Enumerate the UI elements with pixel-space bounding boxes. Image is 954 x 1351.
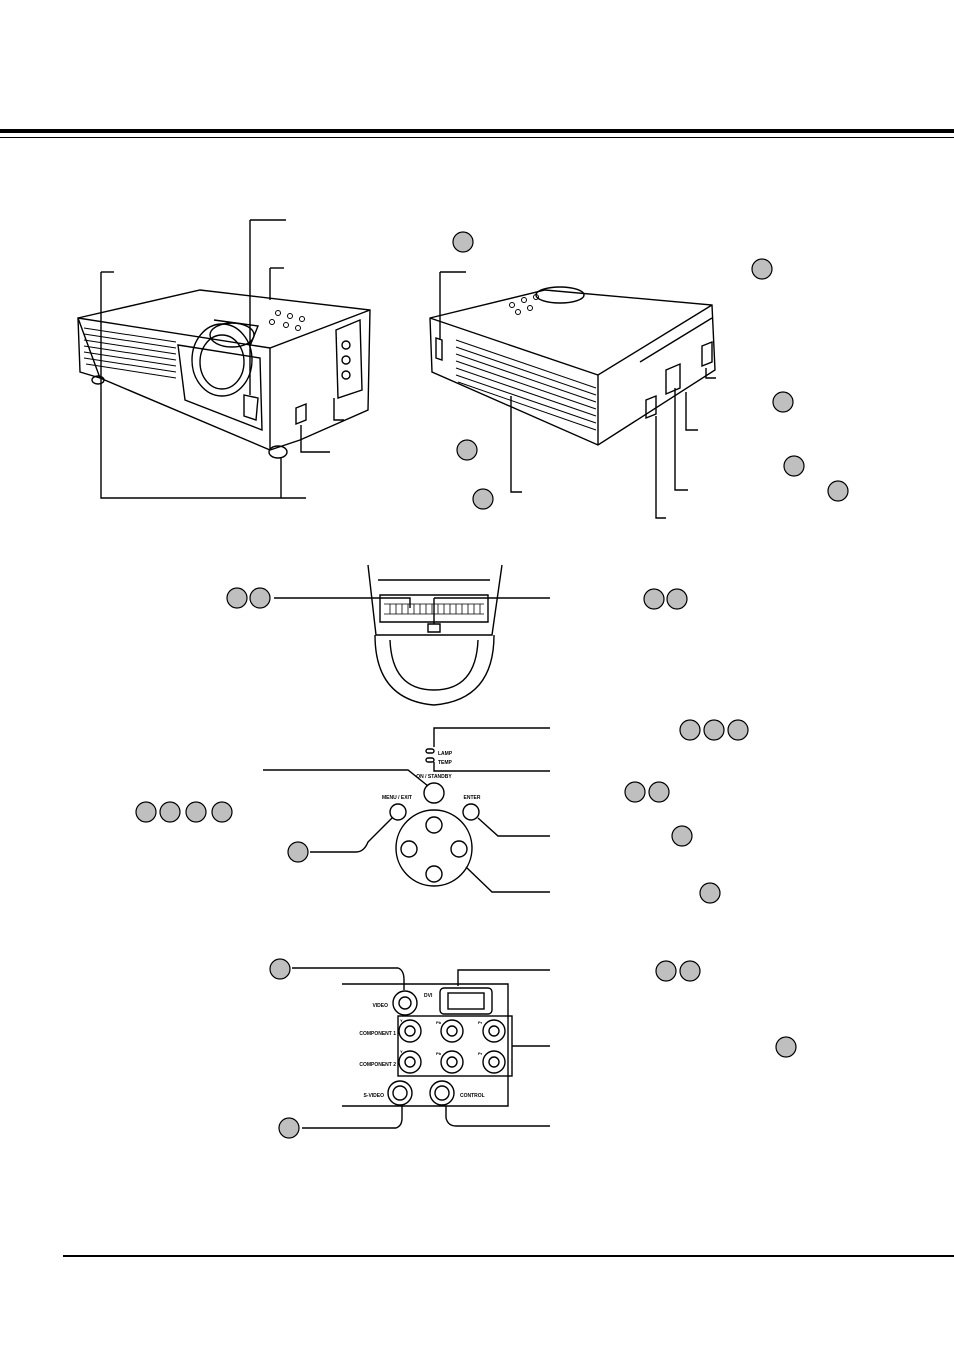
projector-rear-illustration: [429, 286, 716, 446]
component2-y-label: Y: [400, 1049, 403, 1054]
footer-rule: [63, 1255, 954, 1257]
dvi-terminal-label: DVI: [424, 993, 433, 999]
top-controls-illustration: [389, 748, 480, 887]
page-reference-markers: [135, 231, 849, 1139]
temp-indicator-label: TEMP: [438, 760, 453, 766]
component2-pb-label: Pb: [436, 1051, 442, 1056]
header-rule-thick: [0, 129, 954, 133]
zoom-focus-illustration: [367, 564, 503, 706]
component1-label: COMPONENT 1: [359, 1031, 396, 1037]
terminals-illustration: [342, 983, 513, 1107]
header-rule-thin: [0, 137, 954, 138]
svideo-terminal-label: S-VIDEO: [363, 1093, 384, 1099]
enter-label: ENTER: [464, 795, 481, 801]
component2-label: COMPONENT 2: [359, 1062, 396, 1068]
menu-exit-label: MENU / EXIT: [382, 795, 412, 801]
on-standby-label: ON / STANDBY: [416, 774, 452, 780]
component1-pr-label: Pr: [478, 1020, 483, 1025]
control-terminal-label: CONTROL: [460, 1093, 485, 1099]
projector-front-illustration: [77, 289, 371, 459]
component2-pr-label: Pr: [478, 1051, 483, 1056]
component1-y-label: Y: [400, 1018, 403, 1023]
video-terminal-label: VIDEO: [372, 1003, 388, 1009]
component1-pb-label: Pb: [436, 1020, 442, 1025]
lamp-indicator-label: LAMP: [438, 751, 453, 757]
